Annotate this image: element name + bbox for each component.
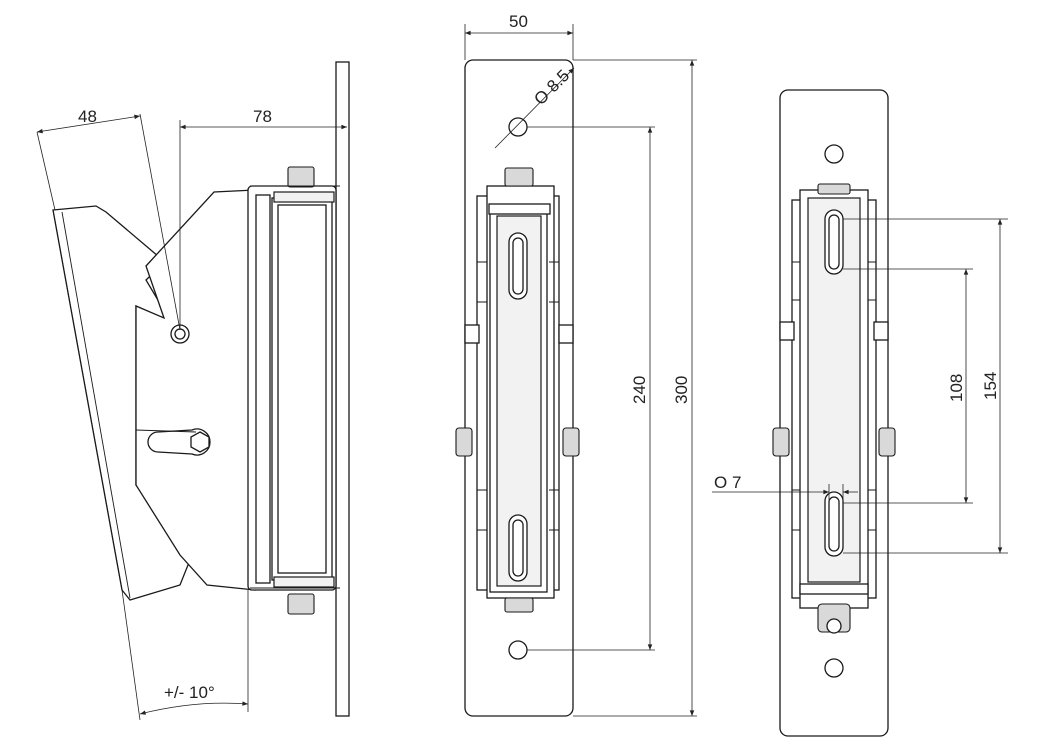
mount-hole-top [508,117,528,137]
dim-108: 108 [947,374,966,402]
back-dimensions: 154 108 O 7 [712,218,1008,554]
side-view [52,61,350,717]
dim-240: 240 [630,376,649,404]
dim-154: 154 [981,372,1000,400]
back-view [772,89,896,737]
back-hole-top [824,144,844,164]
dim-78: 78 [253,107,272,126]
side-bolt-right [562,427,580,457]
dim-300: 300 [672,376,691,404]
dim-48: 48 [78,107,97,126]
side-dimensions: 48 78 +/- 10° [36,107,348,721]
front-view [455,59,580,717]
side-bolt-left [455,427,473,457]
dim-slot-7: O 7 [714,473,741,492]
wall-plate-side [335,61,350,717]
dim-tilt: +/- 10° [164,683,215,702]
dim-50: 50 [509,12,528,31]
hex-bolt-icon [190,431,210,453]
mount-bracket-side [247,166,340,615]
back-hole-bottom [824,658,844,678]
mount-hole-bottom [508,640,528,660]
fixture-housing [52,189,256,601]
